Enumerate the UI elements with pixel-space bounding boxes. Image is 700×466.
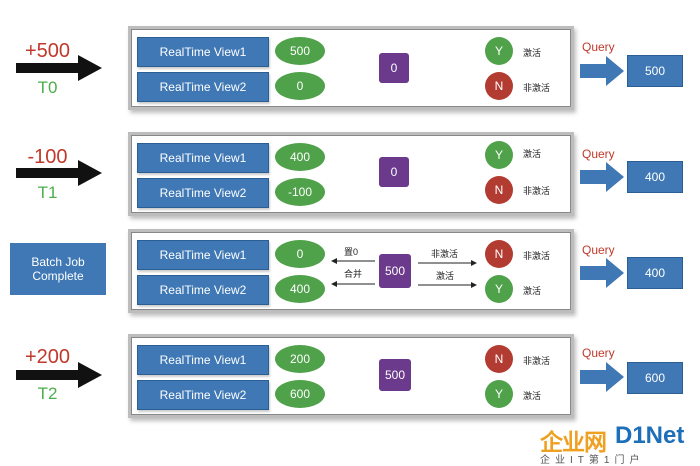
batch-view-value: 0	[379, 157, 409, 187]
batch-view-value: 500	[379, 359, 411, 391]
batch-job-complete-box: Batch Job Complete	[10, 243, 106, 295]
query-label: Query	[582, 346, 615, 360]
view2-value: 400	[275, 275, 325, 303]
realtime-view1: RealTime View1	[137, 37, 269, 67]
view2-value: 0	[275, 72, 325, 100]
query-arrow-icon	[580, 56, 624, 86]
input-arrow-icon	[16, 160, 102, 186]
left-arrow-icon	[331, 281, 375, 287]
time-label: T2	[37, 384, 58, 403]
realtime-view2: RealTime View2	[137, 178, 269, 208]
realtime-view2: RealTime View2	[137, 380, 269, 410]
realtime-view2: RealTime View2	[137, 72, 269, 102]
view1-status-text: 激活	[523, 149, 542, 159]
watermark-brand-cn: 企业网	[540, 429, 607, 455]
query-result: 500	[627, 55, 683, 87]
reset-zero-label: 置0	[344, 247, 359, 257]
view2-status-circle: Y	[485, 380, 513, 408]
left-arrow-icon	[331, 258, 375, 264]
view2-status-circle: N	[485, 176, 513, 204]
view2-value: -100	[275, 178, 325, 206]
input-arrow-icon	[16, 362, 102, 388]
view2-status-text: 非激活	[523, 83, 551, 93]
realtime-view1: RealTime View1	[137, 345, 269, 375]
view1-status-circle: Y	[485, 37, 513, 65]
query-result: 600	[627, 362, 683, 394]
realtime-view1: RealTime View1	[137, 240, 269, 270]
deactivate-label: 非激活	[431, 249, 459, 259]
view1-status-circle: Y	[485, 141, 513, 169]
batch-view-value: 0	[379, 53, 409, 83]
view1-value: 400	[275, 143, 325, 171]
view2-status-circle: N	[485, 72, 513, 100]
view1-value: 200	[275, 345, 325, 373]
input-arrow-icon	[16, 55, 102, 81]
query-arrow-icon	[580, 362, 624, 392]
view1-status-text: 激活	[523, 48, 542, 58]
realtime-view1: RealTime View1	[137, 143, 269, 173]
realtime-view2: RealTime View2	[137, 275, 269, 305]
delta-label: -100	[27, 146, 68, 168]
activate-label: 激活	[436, 271, 455, 281]
views-panel: RealTime View1 RealTime View2 400 -100 0…	[128, 132, 574, 216]
query-label: Query	[582, 243, 615, 257]
delta-label: +200	[24, 346, 71, 368]
view2-status-circle: Y	[485, 275, 513, 303]
delta-label: +500	[24, 40, 71, 62]
query-result: 400	[627, 161, 683, 193]
view1-value: 0	[275, 240, 325, 268]
views-panel: RealTime View1 RealTime View2 500 0 0 Y …	[128, 26, 574, 110]
view2-status-text: 非激活	[523, 186, 551, 196]
view1-status-text: 非激活	[523, 251, 551, 261]
query-label: Query	[582, 147, 615, 161]
query-arrow-icon	[580, 162, 624, 192]
view1-value: 500	[275, 37, 325, 65]
views-panel: RealTime View1 RealTime View2 0 400 500 …	[128, 229, 574, 313]
view2-value: 600	[275, 380, 325, 408]
batch-job-line1: Batch Job	[31, 255, 85, 269]
watermark-brand-en: D1Net	[615, 422, 685, 449]
merge-label: 合并	[344, 269, 363, 279]
query-result: 400	[627, 257, 683, 289]
view1-status-text: 非激活	[523, 356, 551, 366]
view1-status-circle: N	[485, 240, 513, 268]
view2-status-text: 激活	[523, 391, 542, 401]
query-arrow-icon	[580, 258, 624, 288]
batch-view-value: 500	[379, 254, 411, 288]
right-arrow-icon	[418, 260, 477, 266]
view1-status-circle: N	[485, 345, 513, 373]
views-panel: RealTime View1 RealTime View2 200 600 50…	[128, 334, 574, 418]
time-label: T0	[37, 78, 58, 97]
view2-status-text: 激活	[523, 286, 542, 296]
query-label: Query	[582, 40, 615, 54]
watermark-tagline: 企业IT第1门户	[540, 455, 645, 466]
batch-job-line2: Complete	[32, 269, 84, 283]
time-label: T1	[37, 183, 58, 202]
right-arrow-icon	[418, 282, 477, 288]
